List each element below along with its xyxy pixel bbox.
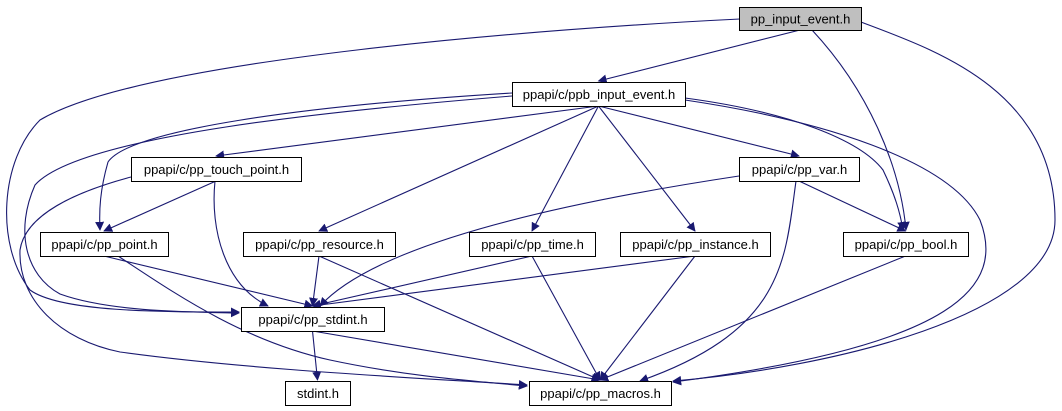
edge-pp_point-to-pp_macros xyxy=(117,255,528,390)
node-label: pp_input_event.h xyxy=(751,12,851,27)
edge-pp_var-to-pp_stdint xyxy=(319,175,740,307)
edge-pp_time-to-pp_macros xyxy=(531,255,601,381)
nodes-layer: pp_input_event.h ppapi/c/ppb_input_event.… xyxy=(40,7,969,406)
node-pp-var[interactable]: ppapi/c/pp_var.h xyxy=(739,157,860,182)
edge-pp_stdint-to-stdint xyxy=(311,330,322,381)
node-pp-instance[interactable]: ppapi/c/pp_instance.h xyxy=(620,232,771,257)
node-box xyxy=(469,232,596,257)
edge-pp_instance-to-pp_macros xyxy=(599,255,696,381)
node-label: ppapi/c/pp_resource.h xyxy=(255,237,384,252)
node-pp-touch-point[interactable]: ppapi/c/pp_touch_point.h xyxy=(131,157,302,182)
node-label: ppapi/c/pp_stdint.h xyxy=(258,312,367,327)
edge-pp_resource-to-pp_stdint xyxy=(309,255,320,307)
edge-ppb_input_event-to-pp_instance xyxy=(598,105,696,232)
edge-pp_bool-to-pp_macros xyxy=(599,255,906,382)
node-label: ppapi/c/pp_point.h xyxy=(51,237,157,252)
edge-pp_var-to-pp_macros xyxy=(639,180,797,383)
node-box xyxy=(243,232,396,257)
edge-ppb_input_event-to-pp_bool xyxy=(684,97,907,231)
edge-pp_instance-to-pp_stdint xyxy=(311,255,696,310)
node-label: ppapi/c/pp_bool.h xyxy=(855,237,958,252)
node-box xyxy=(512,82,686,107)
node-box xyxy=(241,307,385,332)
node-box xyxy=(529,381,672,406)
node-box xyxy=(739,7,862,31)
node-label: ppapi/c/pp_time.h xyxy=(481,237,584,252)
edge-pp_time-to-pp_stdint xyxy=(311,255,533,309)
node-box xyxy=(620,232,771,257)
node-label: ppapi/c/pp_var.h xyxy=(752,162,847,177)
node-pp-input-event[interactable]: pp_input_event.h xyxy=(739,7,862,31)
edge-pp_touch_point-to-pp_point xyxy=(103,180,217,232)
node-pp-bool[interactable]: ppapi/c/pp_bool.h xyxy=(843,232,969,257)
node-ppb-input-event[interactable]: ppapi/c/ppb_input_event.h xyxy=(512,82,686,107)
edge-pp_point-to-pp_stdint xyxy=(103,255,314,309)
node-pp-time[interactable]: ppapi/c/pp_time.h xyxy=(469,232,596,257)
edge-pp_resource-to-pp_macros xyxy=(318,255,601,381)
edge-pp_input_event-to-pp_macros xyxy=(672,21,1056,385)
node-label: ppapi/c/pp_instance.h xyxy=(632,237,758,252)
node-label: ppapi/c/ppb_input_event.h xyxy=(523,87,676,102)
edge-pp_input_event-to-pp_stdint xyxy=(6,18,741,317)
edge-ppb_input_event-to-pp_var xyxy=(598,105,800,159)
edge-pp_input_event-to-pp_bool xyxy=(811,29,910,231)
edge-pp_touch_point-to-pp_stdint xyxy=(213,180,269,307)
node-pp-resource[interactable]: ppapi/c/pp_resource.h xyxy=(243,232,396,257)
node-pp-point[interactable]: ppapi/c/pp_point.h xyxy=(40,232,169,257)
node-box xyxy=(843,232,969,257)
node-pp-macros[interactable]: ppapi/c/pp_macros.h xyxy=(529,381,672,406)
node-box xyxy=(739,157,860,182)
node-pp-stdint[interactable]: ppapi/c/pp_stdint.h xyxy=(241,307,385,332)
node-box xyxy=(285,381,351,406)
node-stdint: stdint.h xyxy=(285,381,351,406)
node-label: stdint.h xyxy=(297,386,339,401)
edge-pp_touch_point-to-pp_macros xyxy=(19,176,528,389)
edge-pp_var-to-pp_bool xyxy=(798,180,907,232)
node-label: ppapi/c/pp_macros.h xyxy=(540,386,661,401)
node-label: ppapi/c/pp_touch_point.h xyxy=(144,162,289,177)
edge-ppb_input_event-to-pp_touch_point xyxy=(215,105,599,160)
node-box xyxy=(131,157,302,182)
edge-pp_stdint-to-pp_macros xyxy=(312,330,601,384)
edge-ppb_input_event-to-pp_time xyxy=(531,105,599,232)
node-box xyxy=(40,232,169,257)
edge-ppb_input_event-to-pp_stdint xyxy=(24,95,513,318)
edge-pp_input_event-to-ppb_input_event xyxy=(597,29,801,84)
edge-ppb_input_event-to-pp_point xyxy=(95,92,513,231)
edge-ppb_input_event-to-pp_resource xyxy=(318,105,599,232)
edge-ppb_input_event-to-pp_macros xyxy=(672,99,987,386)
edges-layer xyxy=(6,18,1056,390)
